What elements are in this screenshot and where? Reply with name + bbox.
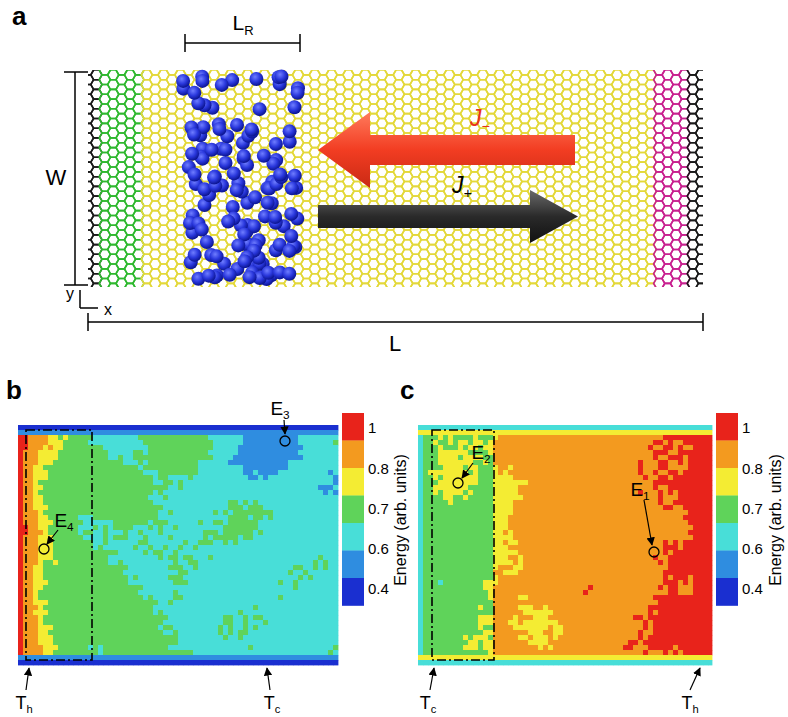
figure: aLRWJ−J+yxLbE3E410.80.70.60.4Energy (arb… (0, 0, 788, 717)
